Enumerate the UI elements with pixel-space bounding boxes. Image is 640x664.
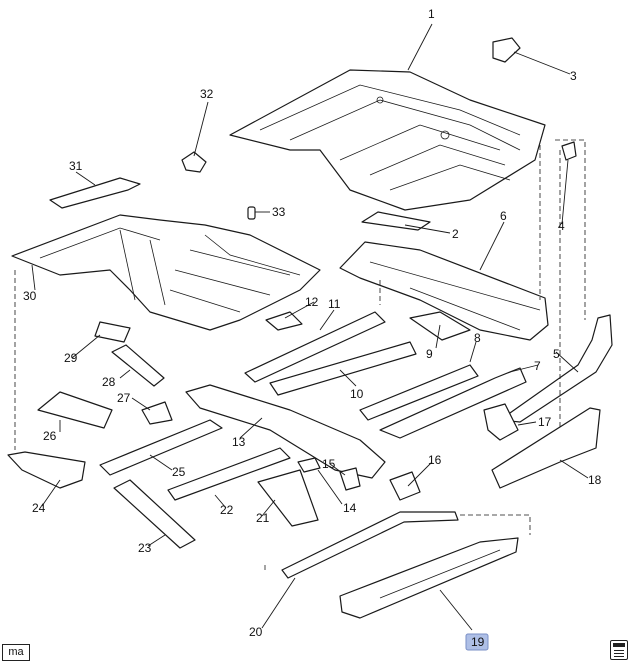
callout-17: 17 — [538, 415, 552, 429]
callout-5: 5 — [553, 347, 560, 361]
part-21-bracket — [257, 469, 319, 527]
part-1-rear-floor-panel — [229, 69, 546, 211]
part-23-bracket — [113, 479, 196, 549]
part-30-front-floor-panel — [11, 214, 321, 331]
callout-27: 27 — [117, 391, 131, 405]
part-15-bracket — [339, 467, 361, 491]
callout-9: 9 — [426, 347, 433, 361]
leader-lines — [31, 23, 589, 631]
alignment-lines — [14, 139, 586, 572]
part-5-rocker — [499, 314, 613, 423]
callout-3: 3 — [570, 69, 577, 83]
part-16-bracket — [389, 471, 421, 501]
callout-6: 6 — [500, 209, 507, 223]
part-22-crossmember — [167, 447, 291, 501]
part-6-rail — [339, 241, 549, 341]
part-20-sill-rail — [281, 511, 459, 579]
callout-23: 23 — [138, 541, 152, 555]
callout-28: 28 — [102, 375, 116, 389]
callout-29: 29 — [64, 351, 78, 365]
callout-30: 30 — [23, 289, 37, 303]
part-17-bracket — [483, 403, 519, 441]
part-18-panel — [491, 407, 601, 489]
part-24-panel — [7, 451, 86, 489]
part-29-bracket — [94, 321, 131, 343]
part-12-bracket — [265, 311, 303, 331]
callout-labels: 1 2 3 4 5 6 7 8 9 10 11 12 13 14 15 16 1… — [23, 7, 602, 649]
part-31-reinforcement — [49, 177, 141, 209]
callout-19-highlight — [465, 633, 489, 651]
callout-10: 10 — [350, 387, 364, 401]
part-11-crossmember — [244, 311, 386, 383]
callout-1: 1 — [428, 7, 435, 21]
part-2-crossmember — [361, 211, 431, 231]
callout-31: 31 — [69, 159, 83, 173]
part-4-bracket — [561, 141, 577, 161]
part-26-bracket — [37, 391, 113, 429]
part-27-bracket — [141, 401, 173, 425]
callout-22: 22 — [220, 503, 234, 517]
part-32-bracket — [181, 151, 207, 173]
part-10-crossmember — [269, 341, 417, 396]
callout-14: 14 — [343, 501, 357, 515]
callout-11: 11 — [328, 297, 341, 311]
callout-32: 32 — [200, 87, 214, 101]
callout-24: 24 — [32, 501, 46, 515]
callout-20: 20 — [249, 625, 263, 639]
corner-tag: ma — [2, 644, 30, 661]
callout-8: 8 — [474, 331, 481, 345]
part-13-crossmember — [185, 384, 386, 479]
callout-19: 19 — [471, 635, 485, 649]
callout-21: 21 — [256, 511, 270, 525]
part-28-bracket — [111, 344, 165, 387]
callout-2: 2 — [452, 227, 459, 241]
part-33-plug — [247, 206, 256, 220]
callout-18: 18 — [588, 473, 602, 487]
part-7-crossmember — [379, 367, 527, 439]
callout-4: 4 — [558, 219, 565, 233]
callout-33: 33 — [272, 205, 286, 219]
callout-26: 26 — [43, 429, 57, 443]
callout-16: 16 — [428, 453, 442, 467]
callout-13: 13 — [232, 435, 246, 449]
part-14-bracket — [297, 457, 321, 473]
part-25-crossmember — [99, 419, 223, 476]
part-8-crossmember — [359, 364, 479, 421]
document-icon[interactable] — [610, 640, 628, 660]
callout-7: 7 — [534, 359, 541, 373]
callout-12: 12 — [305, 295, 319, 309]
callout-15: 15 — [322, 457, 336, 471]
part-3-bracket — [492, 37, 521, 63]
callout-25: 25 — [172, 465, 186, 479]
